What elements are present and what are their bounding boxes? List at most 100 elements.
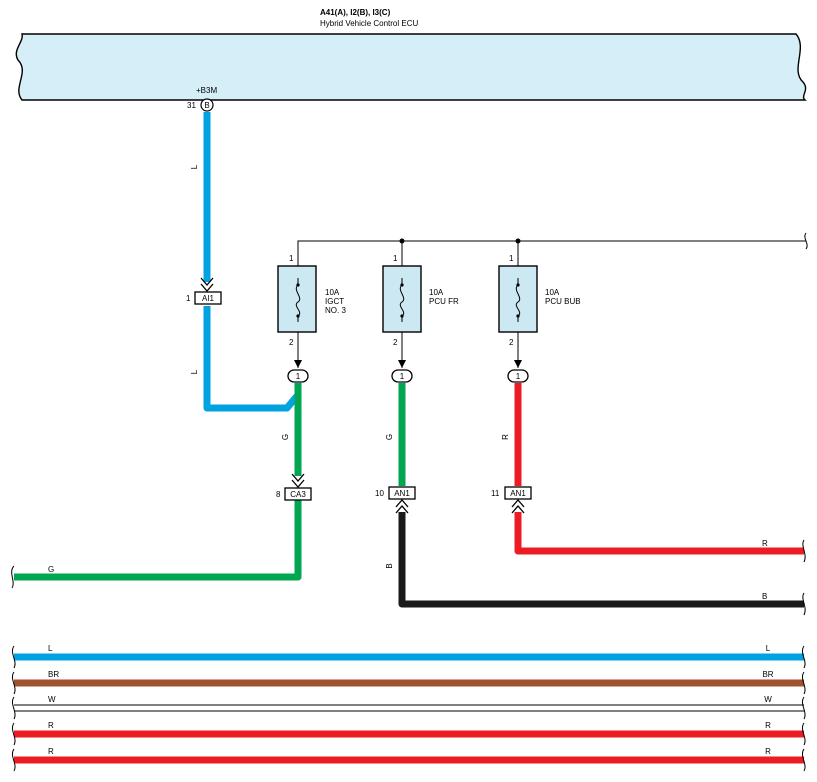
ecu-terminal-letter: B <box>204 101 209 110</box>
connector-an1-10-arrow <box>395 499 409 514</box>
bottom-wire-4-right-break <box>801 722 806 746</box>
wire-r-pcubub: R <box>501 383 522 486</box>
fuse-1-name-1: IGCT <box>325 297 344 306</box>
wire-r-right: R <box>514 512 806 563</box>
fuse-3-pin-top: 1 <box>509 254 514 263</box>
connector-an1-10-box <box>388 486 416 500</box>
bottom-wire-5-label-left: R <box>48 747 54 756</box>
fuse-2-junction <box>391 369 413 383</box>
ecu-connectors: A41(A), I2(B), I3(C) <box>320 8 391 17</box>
connector-ai1-pin: 1 <box>186 294 191 303</box>
wire-b-path <box>398 512 804 608</box>
fuse-1-pin-top: 1 <box>289 254 294 263</box>
connector-ai1-box <box>194 291 222 305</box>
fuse-3-amp: 10A <box>545 288 560 297</box>
bottom-wire-3-right-break <box>801 696 806 720</box>
bottom-wire-2: BR BR <box>11 670 806 695</box>
wire-l-ecu: L L <box>190 112 300 412</box>
ecu-terminal-name: +B3M <box>196 86 217 95</box>
wire-g-pcufr: G <box>385 383 406 486</box>
wire-g-igct: G G <box>11 383 302 589</box>
fuse-3-name-1: PCU BUB <box>545 297 581 306</box>
fuse-1-dot-bottom <box>296 314 300 318</box>
bottom-wire-3-left-break <box>11 696 16 720</box>
fuse-1-element <box>295 278 301 322</box>
wire-g-igct-lower <box>14 500 302 581</box>
bottom-wire-1-label-left: L <box>48 644 53 653</box>
ecu-terminal: +B3M 31 B <box>187 86 217 112</box>
connector-ca3-box <box>284 487 312 501</box>
connector-ai1: AI1 1 <box>186 277 222 305</box>
ecu-name: Hybrid Vehicle Control ECU <box>320 19 418 28</box>
fuse-1-arrow <box>294 360 302 368</box>
wire-b-break <box>802 592 806 616</box>
connector-an1-11: AN1 11 <box>491 486 532 514</box>
fuse-3-box <box>498 265 538 333</box>
wire-label-r-right: R <box>762 539 768 548</box>
wire-r-right-break <box>802 539 806 563</box>
connector-an1-11-pin: 11 <box>491 489 500 498</box>
bottom-wire-3-label-right: W <box>764 695 772 704</box>
connector-an1-11-arrow <box>511 499 525 514</box>
wire-b: B B <box>385 512 806 616</box>
fuse-3-dot-bottom <box>516 314 520 318</box>
fuse-igct-no3: 1 10A IGCT NO. 3 2 1 <box>277 241 346 383</box>
bottom-wire-5-left-break <box>11 748 16 772</box>
fuse-3-element <box>515 278 521 322</box>
connector-ai1-name: AI1 <box>202 294 215 303</box>
ecu-terminal-number: 31 <box>187 101 196 110</box>
fuse-2-amp: 10A <box>429 288 444 297</box>
fuse-2-element <box>399 278 405 322</box>
fuse-1-name-2: NO. 3 <box>325 306 346 315</box>
fuse-3-junction <box>507 369 529 383</box>
connector-ai1-arrow <box>200 277 214 292</box>
bottom-wire-1-left-break <box>11 645 16 669</box>
wire-label-l-lower: L <box>190 369 199 374</box>
fuse-3-pin-bottom: 2 <box>509 338 514 347</box>
ecu-box <box>15 33 807 101</box>
connector-ca3-pin: 8 <box>276 490 281 499</box>
connector-an1-11-box <box>504 486 532 500</box>
bottom-wire-5-label-right: R <box>765 747 771 756</box>
fuse-pcu-bub: 1 10A PCU BUB 2 1 <box>498 241 581 383</box>
wire-label-b-right: B <box>762 592 767 601</box>
supply-bus-line <box>297 240 806 265</box>
fuse-2-pin-top: 1 <box>393 254 398 263</box>
connector-ca3-arrow <box>291 473 305 488</box>
bottom-wire-2-label-left: BR <box>48 670 59 679</box>
bottom-wire-1-label-right: L <box>766 644 771 653</box>
fuse-1-amp: 10A <box>325 288 340 297</box>
fuse-1-dot-top <box>296 283 300 287</box>
fuse-2-name-1: PCU FR <box>429 297 459 306</box>
fuse-2-dot-bottom <box>400 314 404 318</box>
bottom-wire-3-label-left: W <box>48 695 56 704</box>
connector-ca3-name: CA3 <box>290 490 306 499</box>
bottom-wire-1-right-break <box>801 645 806 669</box>
bottom-wire-4-label-left: R <box>48 721 54 730</box>
wire-label-b-vertical: B <box>385 563 394 568</box>
bottom-wire-2-left-break <box>11 671 16 695</box>
bottom-wire-2-label-right: BR <box>762 670 773 679</box>
supply-bus-break <box>804 232 808 250</box>
wire-l-path <box>203 112 300 412</box>
wire-r-right-path <box>514 512 804 555</box>
fuse-1-junction-label: 1 <box>296 372 301 381</box>
fuse-2-pin-bottom: 2 <box>393 338 398 347</box>
connector-an1-11-name: AN1 <box>510 489 526 498</box>
ecu-block: A41(A), I2(B), I3(C) Hybrid Vehicle Cont… <box>15 8 807 101</box>
bottom-wire-4-label-right: R <box>765 721 771 730</box>
wire-label-l-upper: L <box>190 164 199 169</box>
bottom-wire-5-right-break <box>801 748 806 772</box>
bottom-wire-4-left-break <box>11 722 16 746</box>
fuse-pcu-fr: 1 10A PCU FR 2 1 <box>382 241 459 383</box>
fuse-2-junction-label: 1 <box>400 372 405 381</box>
wire-label-r-pcubub: R <box>501 434 510 440</box>
fuse-2-arrow <box>398 360 406 368</box>
wire-label-g-left: G <box>48 565 54 574</box>
fuse-1-junction <box>287 369 309 383</box>
